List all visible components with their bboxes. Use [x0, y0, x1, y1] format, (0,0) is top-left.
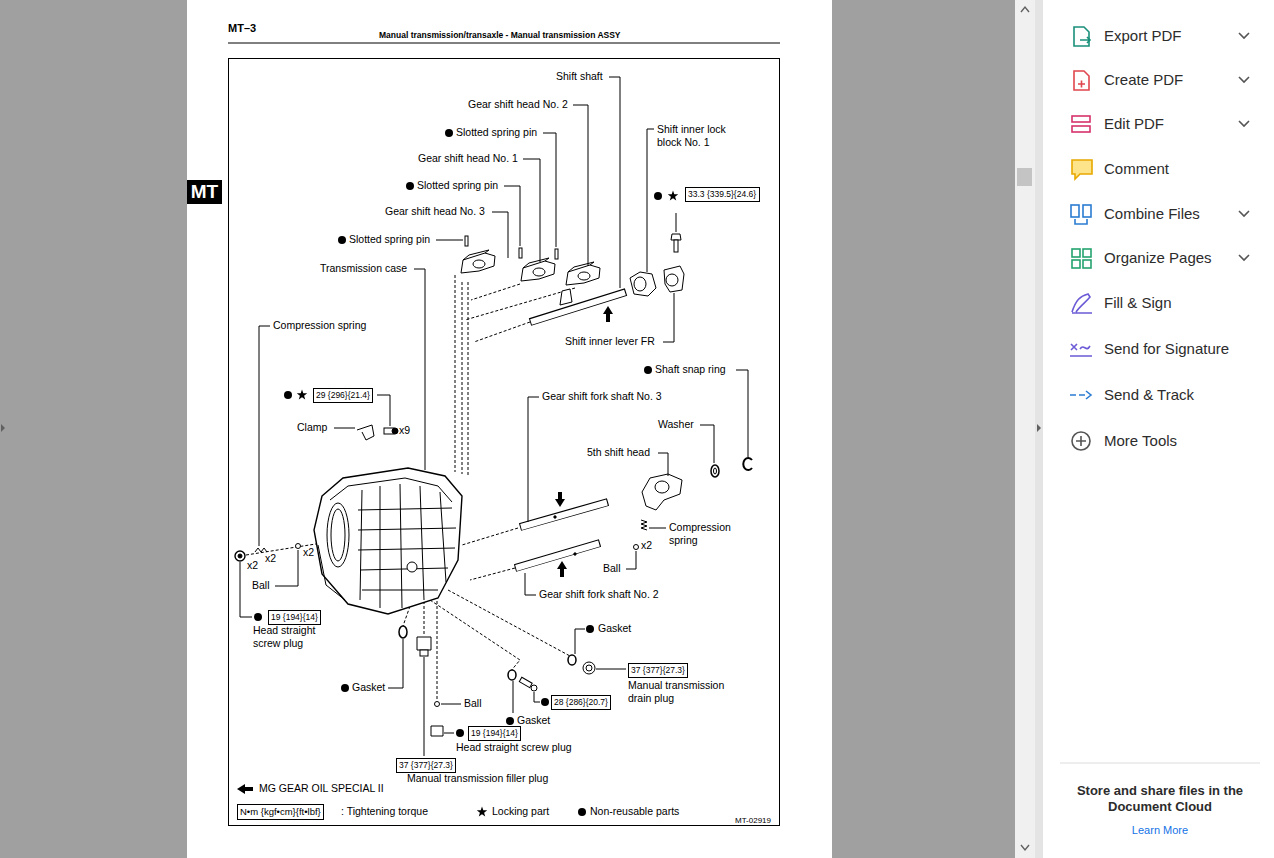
- part-label: Gasket: [517, 714, 550, 727]
- legend-text: : Tightening torque: [341, 805, 428, 817]
- legend-entry: MG GEAR OIL SPECIAL II: [259, 782, 384, 795]
- torque-value: 19 {194}{14}: [271, 612, 318, 623]
- tool-label: Fill & Sign: [1104, 294, 1172, 312]
- part-label: Gear shift fork shaft No. 2: [539, 588, 659, 601]
- part-label: x2: [247, 559, 258, 572]
- part-label: Shift inner lock block No. 1: [657, 123, 741, 149]
- torque-box: 19 {194}{14}: [468, 726, 521, 741]
- part-label: Shaft snap ring: [655, 363, 726, 376]
- torque-box: 28 {286}{20.7}: [551, 695, 611, 710]
- legend-entry: Locking part: [492, 805, 549, 818]
- part-label: Head straight screw plug: [253, 624, 343, 650]
- legend-text: MG GEAR OIL SPECIAL II: [259, 782, 384, 794]
- part-label: Manual transmission drain plug: [628, 679, 738, 705]
- part-label: Gasket: [352, 681, 385, 694]
- part-label: Ball: [252, 579, 270, 592]
- tool-label: Create PDF: [1104, 71, 1183, 89]
- part-label: Ball: [603, 562, 621, 575]
- torque-value: 37 {377}{27.3}: [631, 665, 685, 676]
- tool-label: Edit PDF: [1104, 115, 1164, 133]
- link-text: Learn More: [1055, 824, 1265, 837]
- page-header: Manual transmission/transaxle - Manual t…: [379, 30, 621, 40]
- torque-box: 19 {194}{14}: [268, 610, 321, 625]
- exploded-view: [235, 77, 752, 756]
- part-label: Transmission case: [320, 262, 407, 275]
- scroll-thumb: [1017, 168, 1032, 186]
- part-label: 5th shift head: [587, 446, 650, 459]
- figure-code: MT-02919: [735, 814, 771, 827]
- tool-label: Export PDF: [1104, 27, 1182, 45]
- part-label: Head straight screw plug: [456, 741, 572, 754]
- part-label: Compression spring: [669, 521, 741, 547]
- part-label: x9: [399, 424, 410, 437]
- legend-text: Non-reusable parts: [590, 805, 679, 817]
- part-label: Clamp: [297, 421, 327, 434]
- torque-value: 33.3 {339.5}{24.6}: [688, 189, 757, 200]
- part-label: Manual transmission filler plug: [407, 772, 548, 785]
- legend-entry: Non-reusable parts: [590, 805, 679, 818]
- tool-icons: [1070, 27, 1249, 450]
- torque-value: 19 {194}{14}: [471, 728, 518, 739]
- tool-label: Send & Track: [1104, 386, 1194, 404]
- part-label: x2: [265, 552, 276, 565]
- page-number: MT–3: [228, 22, 256, 35]
- cloud-note: Store and share files in the Document Cl…: [1055, 783, 1265, 815]
- torque-value: N•m {kgf•cm}{ft•lbf}: [240, 806, 321, 818]
- torque-box: 37 {377}{27.3}: [628, 663, 688, 678]
- tools-panel: [1043, 0, 1274, 858]
- tool-label: Organize Pages: [1104, 249, 1212, 267]
- torque-value: 29 {296}{21.4}: [316, 390, 370, 401]
- part-label: x2: [641, 539, 652, 552]
- section-tab: MT: [187, 180, 222, 204]
- part-label: x2: [303, 546, 314, 559]
- tool-label: Comment: [1104, 160, 1169, 178]
- part-label: Gear shift head No. 2: [468, 98, 568, 111]
- scrollbar: [1015, 0, 1035, 858]
- part-label: Shift inner lever FR: [565, 335, 655, 348]
- part-label: Gear shift head No. 1: [418, 152, 518, 165]
- torque-box: N•m {kgf•cm}{ft•lbf}: [237, 804, 324, 820]
- tool-label: Send for Signature: [1104, 340, 1229, 358]
- torque-value: 28 {286}{20.7}: [554, 697, 608, 708]
- part-label: Slotted spring pin: [349, 233, 430, 246]
- tab-text: MT: [187, 180, 222, 204]
- part-label: Ball: [464, 697, 482, 710]
- part-label: Gear shift fork shaft No. 3: [542, 390, 662, 403]
- part-label: Gasket: [598, 622, 631, 635]
- transmission-case: [314, 468, 462, 614]
- torque-box: 33.3 {339.5}{24.6}: [685, 187, 760, 202]
- diagram-frame: [229, 59, 780, 826]
- part-label: Gear shift head No. 3: [385, 205, 485, 218]
- legend-entry: : Tightening torque: [341, 805, 428, 818]
- part-label: Compression spring: [273, 319, 366, 332]
- part-label: Shift shaft: [556, 70, 603, 83]
- legend-text: Locking part: [492, 805, 549, 817]
- pdf-page: [187, 0, 832, 858]
- torque-box: 37 {377}{27.3}: [396, 758, 456, 773]
- part-label: Slotted spring pin: [417, 179, 498, 192]
- torque-box: 29 {296}{21.4}: [313, 388, 373, 403]
- part-label: Slotted spring pin: [456, 126, 537, 139]
- torque-value: 37 {377}{27.3}: [399, 760, 453, 771]
- part-label: Washer: [658, 418, 694, 431]
- panel-divider: [1035, 0, 1043, 858]
- part-symbols: [254, 129, 678, 737]
- tool-label: More Tools: [1104, 432, 1177, 450]
- tool-label: Combine Files: [1104, 205, 1200, 223]
